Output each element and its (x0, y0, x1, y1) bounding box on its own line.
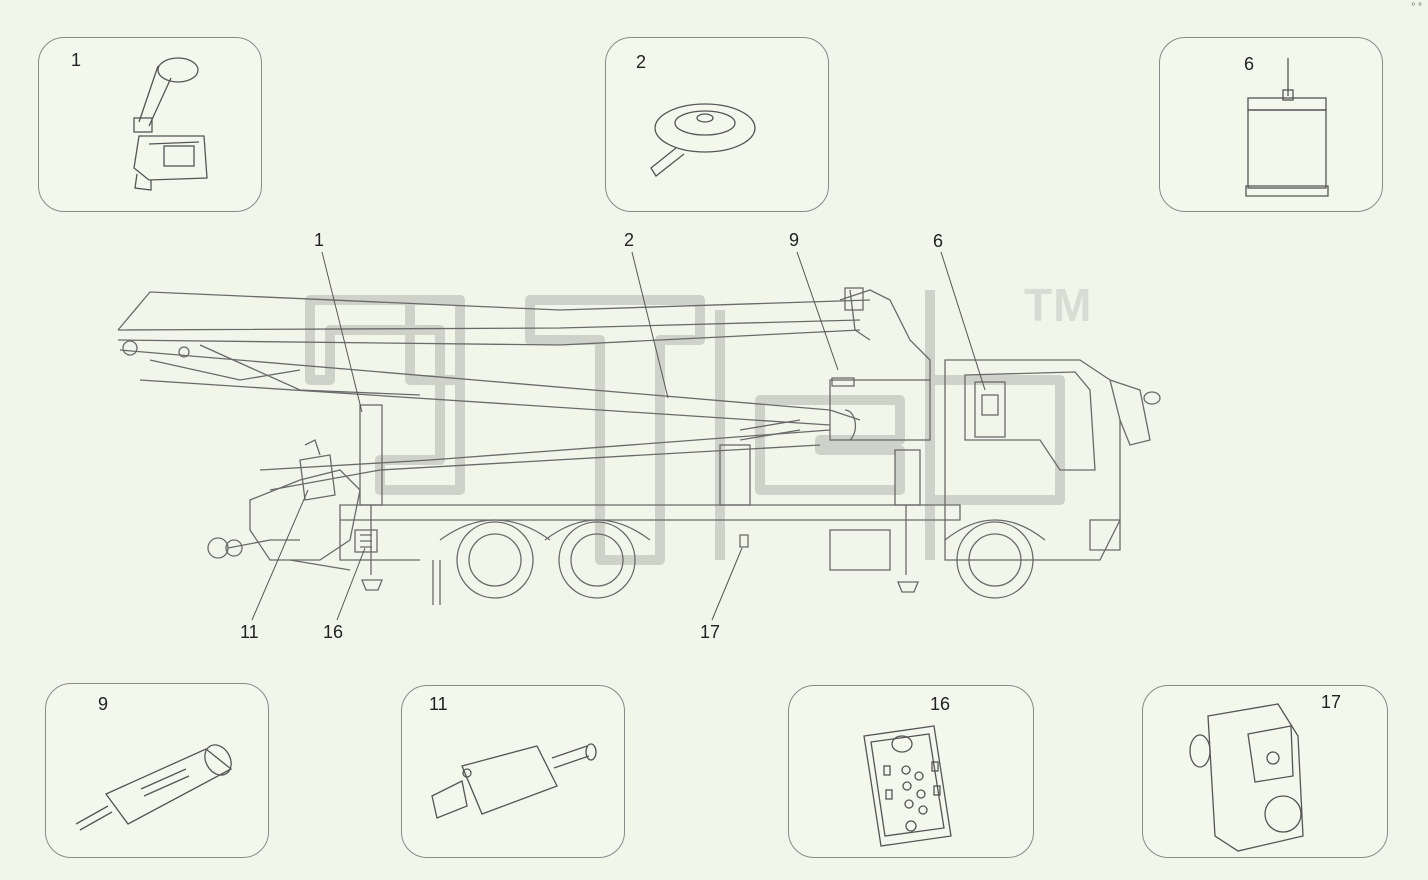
corner-mark: ° ° (1411, 2, 1422, 13)
limit-switch-icon (431, 743, 597, 819)
horn-icon (650, 103, 756, 177)
remote-control-box-icon (1189, 703, 1304, 852)
boom (117, 287, 931, 491)
label-16: 16 (323, 622, 344, 642)
callout-box-11: 11 (401, 685, 625, 858)
label-11: 11 (240, 622, 259, 642)
callout-box-9: 9 (45, 683, 269, 858)
callout-box-16: 16 (788, 685, 1034, 858)
callout-number: 2 (636, 52, 647, 72)
callout-box-17: 17 (1142, 685, 1388, 858)
callout-box-2: 2 (605, 37, 829, 212)
label-1: 1 (314, 230, 325, 250)
rear-hopper (207, 439, 378, 571)
callout-number: 16 (930, 694, 951, 714)
label-17: 17 (700, 622, 721, 642)
label-6: 6 (933, 231, 944, 251)
callout-number: 1 (71, 50, 82, 70)
work-light-icon (75, 744, 233, 831)
callout-number: 9 (98, 694, 109, 714)
callout-number: 6 (1244, 54, 1255, 74)
truck-body (339, 359, 1161, 605)
lever-switch-icon (133, 57, 208, 191)
callout-box-6: 6 (1159, 37, 1383, 212)
label-9: 9 (789, 230, 800, 250)
control-panel-icon (863, 725, 952, 847)
beacon-light-icon (1245, 58, 1329, 197)
callout-box-1: 1 (38, 37, 262, 212)
callout-number: 11 (429, 694, 448, 714)
callout-number: 17 (1321, 692, 1342, 712)
label-2: 2 (624, 230, 635, 250)
trademark-mark: TM (1024, 279, 1093, 331)
leader-lines (251, 251, 986, 621)
